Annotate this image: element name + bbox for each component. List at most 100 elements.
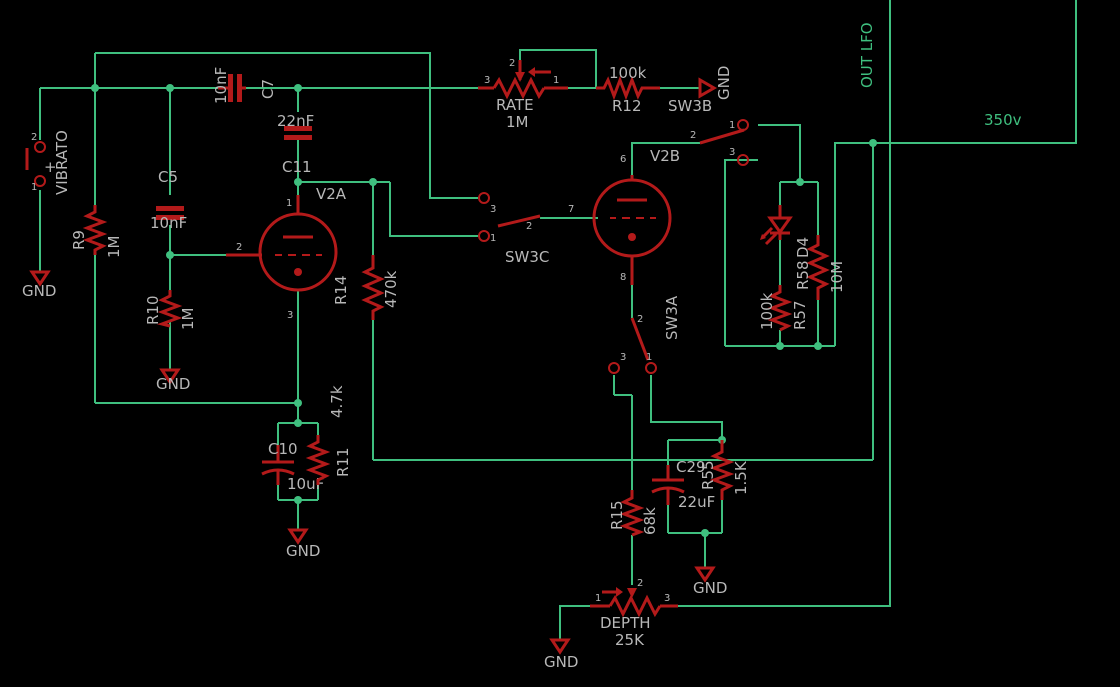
r10-label: R10 (144, 295, 162, 325)
capacitor-c10: C10 10uF (261, 440, 324, 493)
depth-pin-3: 3 (664, 593, 670, 604)
r58-label: R58 (794, 260, 812, 290)
sw3a-pin-2: 2 (637, 314, 643, 325)
ground-symbol-c29: GND (693, 566, 727, 597)
resistor-r9: R9 1M (70, 205, 123, 258)
rate-label: RATE (496, 96, 534, 114)
capacitor-c7: 10nF C7 (212, 67, 277, 104)
ground-symbol-depth: GND (544, 638, 578, 671)
v2a-pin-2: 2 (236, 242, 242, 253)
switch-sw3c: 3 1 2 SW3C (478, 192, 549, 266)
r14-value: 470k (382, 270, 400, 308)
sw3c-label: SW3C (505, 248, 549, 266)
c11-value: 22nF (277, 112, 314, 130)
junctions (91, 84, 877, 537)
sw3c-pin-1: 1 (490, 233, 496, 244)
resistor-r58: R58 10M (794, 235, 846, 300)
r14-label: R14 (332, 275, 350, 305)
resistor-r11: R11 4.7k (305, 385, 352, 485)
resistor-r57: 100k R57 (758, 285, 809, 332)
ground-label-c10: GND (286, 542, 320, 560)
sw3a-pin-1: 1 (646, 352, 652, 363)
r15-label: R15 (608, 500, 626, 530)
r9-value: 1M (105, 236, 123, 259)
sw3c-pin-2: 2 (526, 221, 532, 232)
rate-pin-2: 2 (509, 58, 515, 69)
tube-v2a: V2A 1 2 3 (226, 185, 347, 321)
resistor-r12: 100k R12 (596, 64, 660, 115)
sw3c-pin-3: 3 (490, 204, 496, 215)
led-d4: D4 (760, 205, 812, 258)
capacitor-c29: C29 22uF (651, 458, 715, 511)
c29-label: C29 (676, 458, 706, 476)
sw3b-pin-2: 2 (690, 130, 696, 141)
v2a-label: V2A (316, 185, 347, 203)
v2b-pin-7: 7 (568, 204, 574, 215)
potentiometer-rate: 3 2 1 RATE 1M (478, 58, 568, 131)
ground-label-r10: GND (156, 375, 190, 393)
v2b-pin-6: 6 (620, 154, 626, 165)
r9-label: R9 (70, 230, 88, 250)
vibrato-pin-1: 1 (31, 182, 37, 193)
rate-pin-3: 3 (484, 75, 490, 86)
v2b-label: V2B (650, 147, 680, 165)
capacitor-c11: 22nF C11 (277, 112, 314, 176)
rate-pin-1: 1 (553, 75, 559, 86)
sw3a-pin-3: 3 (620, 352, 626, 363)
sw3b-pin-3: 3 (729, 147, 735, 158)
r57-label: R57 (791, 300, 809, 330)
resistor-r10: R10 1M (144, 290, 197, 330)
c7-value: 10nF (212, 67, 230, 104)
capacitor-c5: C5 10nF (150, 168, 187, 232)
ground-label-r12: GND (715, 66, 733, 100)
tube-v2b: V2B 6 7 8 (568, 147, 680, 285)
vibrato-connector: + 2 1 VIBRATO (25, 130, 71, 195)
c29-value: 22uF (678, 493, 715, 511)
depth-label: DEPTH (600, 614, 651, 632)
ground-symbol-r12: GND (698, 66, 733, 100)
r57-value: 100k (758, 292, 776, 330)
vibrato-plus-label: + (44, 158, 57, 176)
d4-label: D4 (794, 237, 812, 258)
switch-sw3b: 2 1 3 SW3B (668, 97, 749, 166)
rate-value: 1M (506, 113, 529, 131)
ground-symbol-r10: GND (156, 368, 190, 393)
net-label-350v: 350v (984, 111, 1022, 129)
v2b-pin-8: 8 (620, 272, 626, 283)
c5-label: C5 (158, 168, 178, 186)
switch-sw3a: 2 3 1 SW3A (608, 295, 681, 374)
r11-label: R11 (334, 447, 352, 477)
r11-value: 4.7k (328, 385, 346, 418)
sw3b-pin-1: 1 (729, 120, 735, 131)
r12-value: 100k (609, 64, 647, 82)
sw3a-label: SW3A (663, 295, 681, 340)
potentiometer-depth: 1 2 3 DEPTH 25K (590, 578, 678, 649)
resistor-r15: R15 68k (608, 490, 659, 537)
net-label-out-lfo: OUT LFO (858, 22, 876, 88)
sw3b-label: SW3B (668, 97, 712, 115)
r15-value: 68k (641, 507, 659, 535)
r58-value: 10M (828, 261, 846, 293)
v2a-pin-3: 3 (287, 310, 293, 321)
depth-value: 25K (615, 631, 645, 649)
c11-label: C11 (282, 158, 312, 176)
vibrato-label: VIBRATO (53, 130, 71, 195)
depth-pin-2: 2 (637, 578, 643, 589)
v2a-pin-1: 1 (286, 198, 292, 209)
ground-label-depth: GND (544, 653, 578, 671)
ground-symbol-vibrato: GND (22, 270, 56, 300)
c5-value: 10nF (150, 214, 187, 232)
c10-label: C10 (268, 440, 298, 458)
r12-label: R12 (612, 97, 642, 115)
r10-value: 1M (179, 308, 197, 331)
resistor-r14: R14 470k (332, 255, 400, 320)
resistor-r55: R55 1.5K (699, 440, 750, 500)
c10-value: 10uF (287, 475, 324, 493)
ground-label-c29: GND (693, 579, 727, 597)
ground-label-vibrato: GND (22, 282, 56, 300)
depth-pin-1: 1 (595, 593, 601, 604)
r55-value: 1.5K (732, 460, 750, 495)
c7-label: C7 (259, 79, 277, 99)
vibrato-pin-2: 2 (31, 132, 37, 143)
